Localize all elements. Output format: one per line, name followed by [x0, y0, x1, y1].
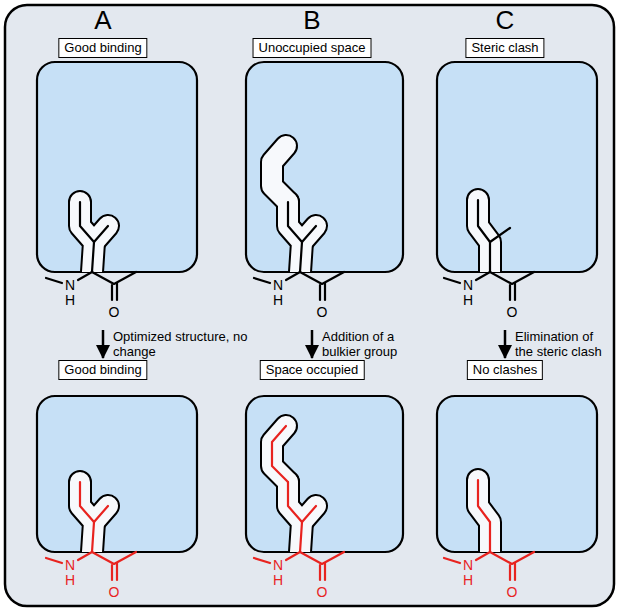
atom-label: N — [65, 558, 75, 572]
atom-label: N — [463, 558, 473, 572]
atom-label: H — [65, 293, 75, 307]
label-box: Steric clash — [465, 38, 544, 58]
reaction-arrow — [504, 330, 507, 358]
ligand-structure — [46, 482, 136, 580]
ligand-structure — [254, 426, 344, 580]
pocket-panel: Space occupied — [246, 360, 403, 605]
label-box: Good binding — [58, 38, 147, 58]
panel-letter: B — [303, 7, 320, 33]
reaction-arrow — [102, 330, 105, 358]
pocket-cavity — [80, 202, 108, 272]
binding-pocket — [246, 62, 403, 272]
atom-label: H — [463, 573, 473, 587]
atom-label: N — [463, 278, 473, 292]
pocket-panel: Good binding — [37, 360, 197, 605]
ligand-structure — [254, 202, 344, 300]
label-box: Unoccupied space — [253, 38, 372, 58]
binding-pocket — [246, 396, 403, 552]
arrow-label: Addition of a bulkier group — [322, 329, 417, 359]
pocket-cavity — [272, 146, 316, 272]
pocket-panel: Good binding — [37, 38, 197, 328]
ligand-structure — [444, 200, 534, 300]
panel-letter: C — [496, 7, 515, 33]
label-box: Space occupied — [260, 360, 365, 380]
binding-pocket — [37, 396, 197, 552]
binding-pocket — [437, 62, 597, 272]
atom-label: O — [317, 585, 328, 599]
atom-label: O — [317, 305, 328, 319]
reaction-arrow — [311, 330, 314, 358]
label-box: Good binding — [58, 360, 147, 380]
label-box: No clashes — [467, 360, 543, 380]
pocket-cavity — [80, 482, 108, 552]
ligand-structure — [444, 480, 534, 580]
pocket-panel: Unoccupied space — [246, 38, 403, 328]
atom-label: H — [273, 293, 283, 307]
atom-label: O — [507, 305, 518, 319]
binding-pocket — [37, 62, 197, 272]
panel-letter: A — [94, 7, 111, 33]
atom-label: N — [273, 278, 283, 292]
atom-label: O — [109, 305, 120, 319]
pocket-cavity — [272, 426, 316, 552]
binding-pocket — [437, 396, 597, 552]
arrow-label: Elimination of the steric clash — [515, 329, 613, 359]
outer-panel — [5, 5, 614, 606]
atom-label: N — [273, 558, 283, 572]
atom-label: H — [273, 573, 283, 587]
pocket-panel: No clashes — [437, 360, 597, 605]
atom-label: H — [65, 573, 75, 587]
atom-label: H — [463, 293, 473, 307]
ligand-structure — [46, 202, 136, 300]
arrow-label: Optimized structure, no change — [113, 329, 248, 359]
pocket-panel: Steric clash — [437, 38, 597, 328]
pocket-cavity — [478, 480, 490, 552]
atom-label: O — [507, 585, 518, 599]
atom-label: O — [109, 585, 120, 599]
pocket-cavity — [478, 200, 490, 272]
atom-label: N — [65, 278, 75, 292]
